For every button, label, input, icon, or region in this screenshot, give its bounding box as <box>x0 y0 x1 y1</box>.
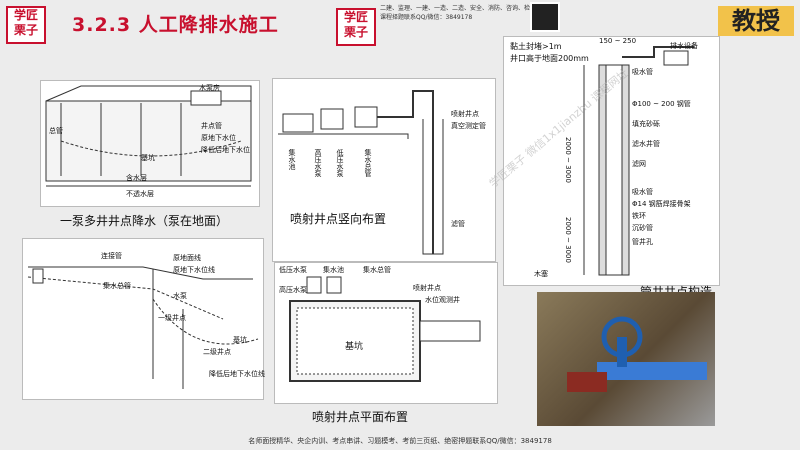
fig3-label-well-head: 井口高于地面200mm <box>510 54 589 63</box>
valve-icon <box>567 316 707 392</box>
figure-jet-well-plan-diagram <box>289 276 481 382</box>
fig1-label-well-pipe: 井点管 <box>201 122 222 130</box>
fig3-label-steel-pipe: Φ100 ~ 200 钢管 <box>632 100 691 108</box>
qr-code-icon <box>530 2 560 32</box>
fig4-label-pump: 水泵 <box>173 292 187 300</box>
fig3-label-rebar-frame: Φ14 钢筋焊接骨架 <box>632 200 691 208</box>
fig5-caption: 喷射井点平面布置 <box>312 410 409 424</box>
fig2-caption: 喷射井点竖向布置 <box>290 212 387 226</box>
fig4-label-ground-line: 原地面线 <box>173 254 201 262</box>
fig4-label-pit: 基坑 <box>233 336 247 344</box>
fig1-label-impermeable: 不透水层 <box>126 190 154 198</box>
fig3-label-sand-pipe: 沉砂管 <box>632 224 653 232</box>
contact-banner: 二建、监理、一建、一造、二造、安全、消防、咨询、检测课程择题联系QQ/微信：38… <box>380 5 537 21</box>
fig4-label-lowered-water-line: 降低后地下水位线 <box>209 370 265 378</box>
fig1-label-aquifer: 含水层 <box>126 174 147 182</box>
fig4-label-connector: 连接管 <box>101 252 122 260</box>
fig2-label-high-pump: 高压水泵 <box>314 149 322 177</box>
fig1-label-lowered-water: 降低后地下水位 <box>201 146 250 154</box>
fig1-label-pit: 基坑 <box>141 154 155 162</box>
fig3-label-dimension-top: 150 ~ 250 <box>599 37 637 45</box>
fig1-label-header-pipe: 总管 <box>49 127 63 135</box>
fig2-label-filter: 滤管 <box>451 220 465 228</box>
fig5-label-high-pump: 高压水泵 <box>279 286 307 294</box>
figure-jet-well-vertical: 喷射井点 真空测定管 集水池 高压水泵 低压水泵 集水总管 滤管 <box>272 78 496 262</box>
valve-photo <box>537 292 715 426</box>
fig4-label-original-water-line: 原地下水位线 <box>173 266 215 274</box>
fig2-label-low-pump: 低压水泵 <box>336 149 344 177</box>
footer-contact: 名师面授精华、央企内训、考点串讲、习题模考、考前三页纸、绝密押题联系QQ/微信：… <box>248 437 552 445</box>
fig1-caption: 一泵多井井点降水（泵在地面） <box>60 214 229 228</box>
fig2-label-jet-well: 喷射井点 <box>451 110 479 118</box>
fig2-label-sump: 集水池 <box>288 149 296 170</box>
fig3-label-suction-pipe-2: 吸水管 <box>632 188 653 196</box>
fig2-label-vacuum-tube: 真空测定管 <box>451 122 486 130</box>
fig5-label-sump: 集水池 <box>323 266 344 274</box>
fig4-label-first-stage: 一级井点 <box>158 314 186 322</box>
fig3-label-dimension-lower: 2000 ~ 3000 <box>564 217 572 263</box>
fig3-label-drainage-equipment: 排水设备 <box>670 42 698 50</box>
brand-logo-secondary: 学匠 栗子 <box>336 8 376 46</box>
figure-jet-well-plan: 低压水泵 集水池 集水总管 喷射井点 水位观测井 高压水泵 基坑 <box>274 262 498 404</box>
fig5-label-low-pump: 低压水泵 <box>279 266 307 274</box>
fig3-label-dimension-upper: 2000 ~ 3000 <box>564 137 572 183</box>
fig4-label-header-pipe: 集水总管 <box>103 282 131 290</box>
fig3-label-suction-pipe: 吸水管 <box>632 68 653 76</box>
figure-one-diagram <box>45 85 252 187</box>
fig1-label-pump-house: 水泵房 <box>199 84 220 92</box>
figure-two-stage-diagram <box>27 266 259 389</box>
brand-logo: 学匠 栗子 <box>6 6 46 44</box>
fig3-label-filter-net: 滤网 <box>632 160 646 168</box>
fig5-label-jet-well: 喷射井点 <box>413 284 441 292</box>
fig3-label-filter-well: 滤水井管 <box>632 140 660 148</box>
figure-one-pump-multi-well: 水泵房 总管 井点管 原地下水位 降低后地下水位 基坑 含水层 不透水层 <box>40 80 260 207</box>
figure-jet-well-vertical-diagram <box>278 90 444 255</box>
fig5-label-header: 集水总管 <box>363 266 391 274</box>
professor-badge: 教授 <box>718 6 794 36</box>
fig3-label-gravel: 填充砂砾 <box>632 120 660 128</box>
figure-tube-well-structure: 黏土封堵>1m 井口高于地面200mm 150 ~ 250 吸水管 排水设备 Φ… <box>503 36 720 286</box>
fig4-label-second-stage: 二级井点 <box>203 348 231 356</box>
fig3-label-well-hole: 管井孔 <box>632 238 653 246</box>
fig5-label-pit: 基坑 <box>345 342 364 352</box>
fig2-label-header: 集水总管 <box>364 149 372 177</box>
fig1-label-original-water: 原地下水位 <box>201 134 236 142</box>
figure-tube-well-diagram <box>583 46 694 276</box>
fig3-label-iron-ring: 铁环 <box>632 212 646 220</box>
fig5-label-observation-well: 水位观测井 <box>425 296 460 304</box>
fig3-label-clay-seal: 黏土封堵>1m <box>510 42 562 51</box>
page-title: 3.2.3 人工降排水施工 <box>72 14 279 36</box>
figure-two-stage-wellpoint: 连接管 原地面线 原地下水位线 集水总管 水泵 一级井点 二级井点 基坑 降低后… <box>22 238 265 400</box>
fig3-label-plug: 木塞 <box>534 270 548 278</box>
